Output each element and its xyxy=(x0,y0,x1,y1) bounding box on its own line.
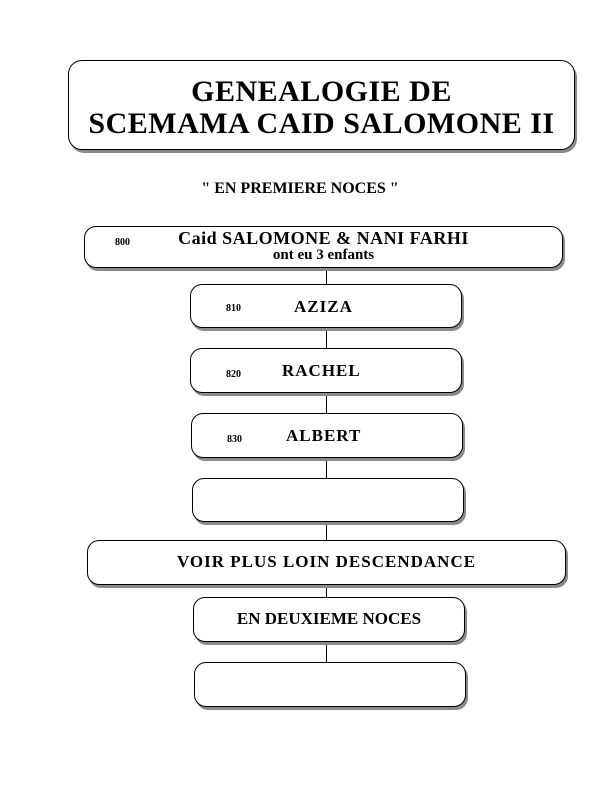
empty-node xyxy=(192,478,464,522)
child-number: 820 xyxy=(226,369,241,380)
connector xyxy=(326,458,327,478)
child-number: 810 xyxy=(226,303,241,314)
connector xyxy=(326,642,327,662)
connector xyxy=(326,393,327,413)
connector xyxy=(326,328,327,348)
see-more-label: VOIR PLUS LOIN DESCENDANCE xyxy=(176,552,477,571)
empty-node xyxy=(194,662,466,707)
title-box: GENEALOGIE DE SCEMAMA CAID SALOMONE II xyxy=(68,60,575,150)
title-line-1: GENEALOGIE DE xyxy=(191,75,452,108)
see-more-node: VOIR PLUS LOIN DESCENDANCE xyxy=(87,540,566,585)
second-marriage-node: EN DEUXIEME NOCES xyxy=(193,597,465,642)
child-name: RACHEL xyxy=(282,361,361,380)
child-node-albert: 830 ALBERT xyxy=(191,413,463,458)
child-name: AZIZA xyxy=(294,297,353,316)
parents-names: Caid SALOMONE & NANI FARHI xyxy=(178,228,469,248)
parents-node: 800 Caid SALOMONE & NANI FARHI ont eu 3 … xyxy=(84,226,563,268)
connector xyxy=(326,268,327,284)
connector xyxy=(326,585,327,597)
child-node-aziza: 810 AZIZA xyxy=(190,284,462,328)
parents-number: 800 xyxy=(115,237,130,248)
connector xyxy=(326,522,327,540)
child-name: ALBERT xyxy=(286,426,362,445)
second-marriage-label: EN DEUXIEME NOCES xyxy=(236,609,422,628)
child-number: 830 xyxy=(227,434,242,445)
subtitle: " EN PREMIERE NOCES " xyxy=(201,180,399,197)
child-node-rachel: 820 RACHEL xyxy=(190,348,462,393)
parents-note: ont eu 3 enfants xyxy=(272,247,375,263)
title-line-2: SCEMAMA CAID SALOMONE II xyxy=(88,107,555,140)
